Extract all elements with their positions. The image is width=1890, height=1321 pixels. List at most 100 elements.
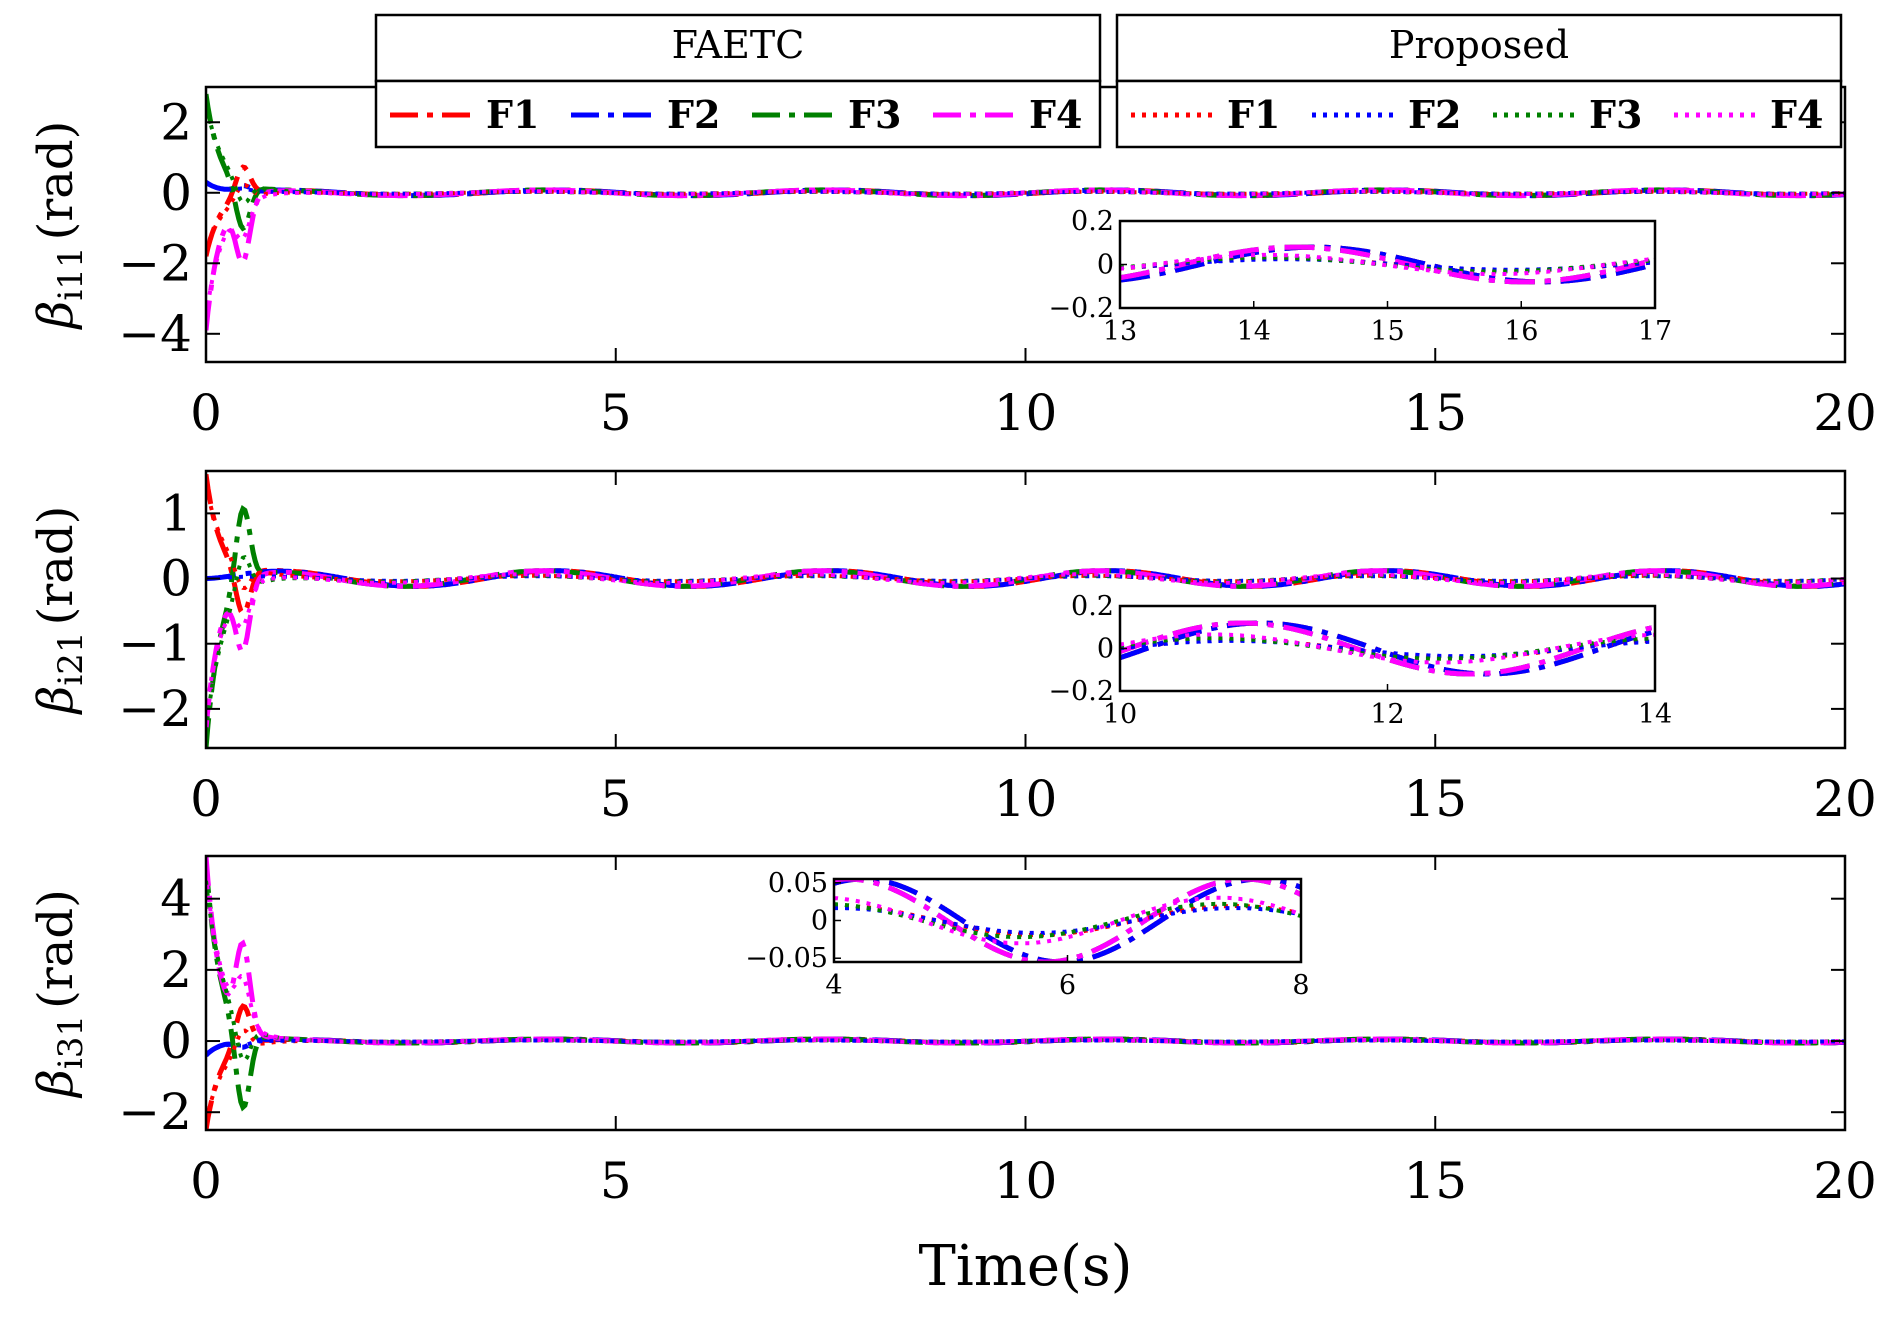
inset-series-faetc-f2 xyxy=(834,879,1301,962)
legend-group-1: FAETC F1 F2 F3 F4 xyxy=(374,13,1102,149)
inset-background xyxy=(1120,606,1655,691)
series-proposed-f2 xyxy=(206,574,1845,583)
x-tick-label: 10 xyxy=(994,384,1058,442)
series-proposed-f1 xyxy=(206,182,1845,251)
inset-series-proposed-f4 xyxy=(834,895,1301,946)
series-proposed-f3 xyxy=(206,880,1845,1063)
inset-x-tick-label: 10 xyxy=(1103,699,1137,730)
inset-series-faetc-f4 xyxy=(1120,244,1655,285)
panel-3: 0 5 10 15 20 −2 0 2 4 βi31(rad) Time(s) 4 6 8 −0.05 0 0.… xyxy=(28,854,1877,1299)
x-tick-label: 20 xyxy=(1813,1152,1877,1210)
inset-1: 13 14 15 16 17 −0.2 0 0.2 xyxy=(1048,206,1672,347)
inset-series-proposed-f2 xyxy=(1120,638,1655,659)
series-faetc-f1 xyxy=(206,1003,1845,1130)
inset-x-tick-label: 13 xyxy=(1103,316,1137,347)
inset-series-faetc-f2 xyxy=(1120,620,1655,677)
x-tick-label: 15 xyxy=(1403,770,1467,828)
inset-series-proposed-f3 xyxy=(1120,636,1655,661)
y-tick-label: −2 xyxy=(118,1083,192,1141)
series-proposed-f4 xyxy=(206,189,1845,317)
y-axis-label: βi21(rad) xyxy=(28,506,91,716)
panel-3-series xyxy=(206,856,1845,1130)
series-proposed-f1 xyxy=(206,484,1845,591)
inset-x-tick-label: 15 xyxy=(1370,316,1404,347)
inset-x-tick-label: 14 xyxy=(1237,316,1271,347)
y-tick-label: 0 xyxy=(160,550,192,608)
inset-background xyxy=(834,879,1301,962)
inset-background xyxy=(1120,221,1655,308)
y-tick-label: −2 xyxy=(118,680,192,738)
inset-series-proposed-f4 xyxy=(1120,252,1655,277)
y-tick-label: 4 xyxy=(160,870,192,928)
inset-series-proposed-f4 xyxy=(1120,632,1655,665)
inset-series xyxy=(1120,620,1655,677)
inset-y-tick-label: 0 xyxy=(811,906,828,937)
legend-entry-label: F1 xyxy=(1227,92,1280,137)
inset-x-tick-label: 8 xyxy=(1292,970,1309,1001)
inset-series-faetc-f4 xyxy=(1120,620,1655,677)
inset-x-tick-label: 14 xyxy=(1638,699,1672,730)
y-tick-label: −2 xyxy=(118,234,192,292)
panel-2-series xyxy=(206,473,1845,748)
x-axis-label: Time(s) xyxy=(919,1234,1133,1299)
y-axis-label: βi11(rad) xyxy=(28,121,91,331)
x-tick-label: 20 xyxy=(1813,384,1877,442)
legend-entries-box xyxy=(374,79,1102,149)
x-tick-label: 0 xyxy=(190,770,222,828)
inset-y-tick-label: 0 xyxy=(1097,634,1114,665)
inset-x-tick-label: 17 xyxy=(1638,316,1672,347)
legend-entry-label: F4 xyxy=(1029,92,1082,137)
legend-title: Proposed xyxy=(1389,23,1569,67)
inset-y-tick-label: 0 xyxy=(1097,250,1114,281)
x-tick-label: 15 xyxy=(1403,384,1467,442)
legend-entry-label: F2 xyxy=(1408,92,1461,137)
y-tick-label: −1 xyxy=(118,615,192,673)
inset-y-tick-label: 0.2 xyxy=(1071,206,1114,237)
x-tick-label: 10 xyxy=(994,1152,1058,1210)
inset-series xyxy=(1120,244,1655,285)
legend-title: FAETC xyxy=(672,23,805,67)
inset-y-tick-label: 0.05 xyxy=(768,868,828,899)
inset-x-tick-label: 4 xyxy=(825,970,842,1001)
legend-title-box xyxy=(374,13,1102,83)
x-tick-label: 10 xyxy=(994,770,1058,828)
inset-x-tick-label: 6 xyxy=(1059,970,1076,1001)
y-tick-label: 1 xyxy=(160,484,192,542)
inset-series-proposed-f2 xyxy=(1120,257,1655,272)
inset-series-faetc-f4 xyxy=(834,879,1301,962)
x-tick-label: 5 xyxy=(600,770,632,828)
inset-3: 4 6 8 −0.05 0 0.05 xyxy=(745,868,1309,1001)
inset-x-tick-label: 16 xyxy=(1504,316,1538,347)
inset-y-tick-label: 0.2 xyxy=(1071,591,1114,622)
legend-entry-label: F2 xyxy=(667,92,720,137)
legend-title-box xyxy=(1115,13,1843,83)
series-proposed-f2 xyxy=(206,1038,1845,1056)
inset-x-tick-label: 12 xyxy=(1370,699,1404,730)
x-tick-label: 0 xyxy=(190,384,222,442)
y-tick-label: 0 xyxy=(160,1012,192,1070)
x-tick-label: 5 xyxy=(600,1152,632,1210)
inset-series xyxy=(834,879,1301,962)
y-axis-label: βi31(rad) xyxy=(28,889,91,1099)
inset-y-tick-label: −0.05 xyxy=(745,943,828,974)
x-tick-label: 15 xyxy=(1403,1152,1467,1210)
legend-entry-label: F1 xyxy=(486,92,539,137)
y-tick-label: 2 xyxy=(160,941,192,999)
series-faetc-f1 xyxy=(206,473,1845,617)
x-tick-label: 5 xyxy=(600,384,632,442)
x-tick-label: 0 xyxy=(190,1152,222,1210)
legend-entry-label: F3 xyxy=(848,92,901,137)
inset-y-tick-label: −0.2 xyxy=(1048,293,1114,324)
panel-1-series xyxy=(206,93,1845,331)
y-tick-label: 0 xyxy=(160,164,192,222)
y-tick-label: 2 xyxy=(160,93,192,151)
legend-entry-label: F3 xyxy=(1589,92,1642,137)
legend-entry-label: F4 xyxy=(1770,92,1823,137)
x-tick-label: 20 xyxy=(1813,770,1877,828)
